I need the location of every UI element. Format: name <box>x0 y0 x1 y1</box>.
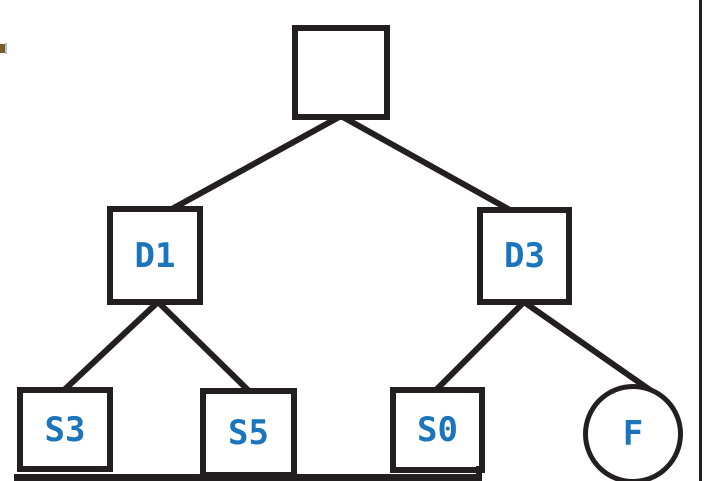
edge-root-d3 <box>336 111 515 215</box>
tree-node-s0-label: S0 <box>417 410 458 450</box>
edge-d1-s5 <box>153 297 255 397</box>
edge-d3-f <box>519 297 655 395</box>
tree-node-d3-label: D3 <box>504 236 545 276</box>
tree-node-d1[interactable]: D1 <box>107 206 203 305</box>
edge-d1-s3 <box>57 297 163 397</box>
left-edge-artifact-highlight <box>5 43 7 54</box>
tree-node-d1-label: D1 <box>134 235 176 276</box>
tree-node-f[interactable]: F <box>583 384 683 481</box>
tree-node-s5[interactable]: S5 <box>200 388 297 478</box>
tree-node-s3[interactable]: S3 <box>17 387 113 472</box>
tree-node-s3-label: S3 <box>44 409 86 450</box>
bottom-clipped-shape-edge <box>14 474 482 481</box>
edge-d3-s0 <box>429 297 529 397</box>
tree-node-d3[interactable]: D3 <box>477 207 572 305</box>
tree-node-f-label: F <box>622 414 644 454</box>
tree-node-root[interactable] <box>292 25 390 120</box>
right-border-line <box>699 0 702 481</box>
tree-node-s0[interactable]: S0 <box>390 387 485 473</box>
bottom-clipped-shape-corner <box>476 466 482 481</box>
edge-root-d1 <box>165 111 346 215</box>
tree-node-s5-label: S5 <box>228 413 269 453</box>
left-edge-artifact <box>0 44 5 53</box>
